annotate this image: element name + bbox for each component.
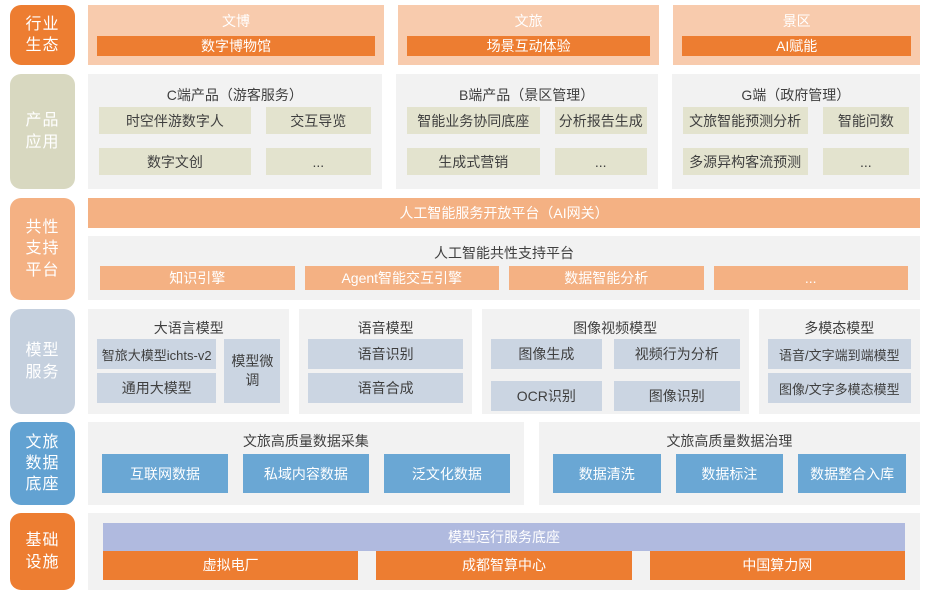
- model-item: 图像识别: [613, 381, 740, 411]
- infra-item: 成都智算中心: [376, 550, 632, 580]
- support-item: 数据智能分析: [509, 266, 704, 290]
- model-panel-llm: 大语言模型 智旅大模型ichts-v2 通用大模型 模型微调: [88, 309, 290, 414]
- layer-products: 产品 应用 C端产品（游客服务） 时空伴游数字人 交互导览 数字文创 ... B…: [10, 74, 920, 189]
- product-item: 时空伴游数字人: [99, 107, 251, 134]
- layer-model-services: 模型 服务 大语言模型 智旅大模型ichts-v2 通用大模型 模型微调 语音模…: [10, 309, 920, 414]
- industry-panel-header: 文博: [221, 12, 250, 29]
- layer-label-industry: 行业 生态: [10, 5, 75, 65]
- product-panel-g: G端（政府管理） 文旅智能预测分析 智能问数 多源异构客流预测 ...: [671, 74, 920, 189]
- product-panel-b: B端产品（景区管理） 智能业务协同底座 分析报告生成 生成式营销 ...: [395, 74, 658, 189]
- data-item: 数据清洗: [552, 454, 661, 493]
- industry-panels: 文博 数字博物馆 文旅 场景互动体验 景区 AI赋能: [88, 5, 920, 65]
- infra-items: 虚拟电厂 成都智算中心 中国算力网: [103, 550, 905, 580]
- data-item: 数据标注: [675, 454, 784, 493]
- ai-gateway-bar: 人工智能服务开放平台（AI网关）: [88, 198, 920, 228]
- model-finetune-box: 模型微调: [224, 339, 281, 403]
- industry-panel-jingqu: 景区 AI赋能: [673, 5, 920, 65]
- model-panels: 大语言模型 智旅大模型ichts-v2 通用大模型 模型微调 语音模型 语音识别…: [88, 309, 920, 414]
- product-item: 分析报告生成: [554, 107, 647, 134]
- product-grid: 文旅智能预测分析 智能问数 多源异构客流预测 ...: [682, 107, 909, 175]
- data-panel-title: 文旅高质量数据采集: [242, 432, 369, 449]
- model-item: 图像生成: [490, 339, 602, 369]
- product-item-more: ...: [554, 148, 647, 175]
- model-panel-title: 语音模型: [357, 319, 414, 336]
- layer-label-support: 共性 支持 平台: [10, 198, 75, 300]
- support-panel-title: 人工智能共性支持平台: [434, 245, 574, 261]
- industry-panel-header: 景区: [782, 12, 811, 29]
- speech-body: 语音识别 语音合成: [308, 339, 463, 403]
- product-panel-title: C端产品（游客服务）: [166, 86, 303, 103]
- industry-panel-header: 文旅: [514, 12, 543, 29]
- layer-label-models: 模型 服务: [10, 309, 75, 414]
- layer-label-products: 产品 应用: [10, 74, 75, 189]
- infra-panel: 模型运行服务底座 虚拟电厂 成都智算中心 中国算力网: [88, 513, 920, 590]
- model-panel-title: 多模态模型: [804, 319, 875, 336]
- industry-panel-bar: 数字博物馆: [97, 36, 375, 56]
- model-item: 语音识别: [308, 339, 463, 369]
- product-grid: 时空伴游数字人 交互导览 数字文创 ...: [99, 107, 371, 175]
- product-item: 文旅智能预测分析: [682, 107, 808, 134]
- llm-body: 智旅大模型ichts-v2 通用大模型 模型微调: [97, 339, 281, 403]
- data-item: 互联网数据: [102, 454, 228, 493]
- support-item-more: ...: [713, 266, 908, 290]
- product-item: 交互导览: [265, 107, 371, 134]
- industry-panel-bar: 场景互动体验: [406, 36, 651, 56]
- data-item: 数据整合入库: [798, 454, 906, 493]
- product-panels: C端产品（游客服务） 时空伴游数字人 交互导览 数字文创 ... B端产品（景区…: [88, 74, 920, 189]
- data-item: 泛文化数据: [383, 454, 510, 493]
- vision-grid: 图像生成 视频行为分析 OCR识别 图像识别: [490, 339, 740, 411]
- support-item: Agent智能交互引擎: [304, 266, 499, 290]
- model-item: 视频行为分析: [613, 339, 740, 369]
- runtime-base-bar: 模型运行服务底座: [103, 523, 905, 551]
- data-panel-collect: 文旅高质量数据采集 互联网数据 私域内容数据 泛文化数据: [88, 422, 524, 505]
- product-item: 生成式营销: [406, 148, 540, 175]
- data-items: 互联网数据 私域内容数据 泛文化数据: [102, 454, 510, 493]
- layer-support-platform: 共性 支持 平台 人工智能服务开放平台（AI网关） 人工智能共性支持平台 知识引…: [10, 198, 920, 300]
- model-item: OCR识别: [490, 381, 602, 411]
- layer-infrastructure: 基础 设施 模型运行服务底座 虚拟电厂 成都智算中心 中国算力网: [10, 513, 920, 590]
- product-panel-c: C端产品（游客服务） 时空伴游数字人 交互导览 数字文创 ...: [88, 74, 382, 189]
- model-item: 通用大模型: [97, 373, 217, 403]
- multimodal-body: 语音/文字端到端模型 图像/文字多模态模型: [767, 339, 911, 403]
- industry-panel-bar: AI赋能: [682, 36, 911, 56]
- model-panel-title: 大语言模型: [153, 319, 224, 336]
- model-item: 图像/文字多模态模型: [767, 373, 911, 403]
- support-items: 知识引擎 Agent智能交互引擎 数据智能分析 ...: [100, 266, 908, 290]
- model-item: 语音合成: [308, 373, 463, 403]
- support-content: 人工智能服务开放平台（AI网关） 人工智能共性支持平台 知识引擎 Agent智能…: [88, 198, 920, 300]
- product-item: 智能问数: [822, 107, 909, 134]
- data-panels: 文旅高质量数据采集 互联网数据 私域内容数据 泛文化数据 文旅高质量数据治理 数…: [88, 422, 920, 505]
- data-panel-title: 文旅高质量数据治理: [666, 432, 793, 449]
- product-item: 数字文创: [99, 148, 251, 175]
- data-panel-govern: 文旅高质量数据治理 数据清洗 数据标注 数据整合入库: [538, 422, 920, 505]
- llm-main-column: 智旅大模型ichts-v2 通用大模型: [97, 339, 217, 403]
- layer-data-base: 文旅 数据 底座 文旅高质量数据采集 互联网数据 私域内容数据 泛文化数据 文旅…: [10, 422, 920, 505]
- infra-item: 中国算力网: [649, 550, 905, 580]
- product-panel-title: G端（政府管理）: [741, 86, 851, 103]
- product-item: 多源异构客流预测: [682, 148, 808, 175]
- data-items: 数据清洗 数据标注 数据整合入库: [552, 454, 906, 493]
- model-panel-title: 图像视频模型: [573, 319, 658, 336]
- model-panel-multimodal: 多模态模型 语音/文字端到端模型 图像/文字多模态模型: [758, 309, 920, 414]
- model-item: 语音/文字端到端模型: [767, 339, 911, 369]
- product-item-more: ...: [822, 148, 909, 175]
- layer-label-infra: 基础 设施: [10, 513, 75, 590]
- support-panel: 人工智能共性支持平台 知识引擎 Agent智能交互引擎 数据智能分析 ...: [88, 236, 920, 300]
- layer-label-data: 文旅 数据 底座: [10, 422, 75, 505]
- product-grid: 智能业务协同底座 分析报告生成 生成式营销 ...: [406, 107, 647, 175]
- data-item: 私域内容数据: [242, 454, 369, 493]
- product-item: 智能业务协同底座: [406, 107, 540, 134]
- infra-item: 虚拟电厂: [103, 550, 359, 580]
- support-item: 知识引擎: [100, 266, 295, 290]
- infra-content: 模型运行服务底座 虚拟电厂 成都智算中心 中国算力网: [88, 513, 920, 590]
- model-panel-vision: 图像视频模型 图像生成 视频行为分析 OCR识别 图像识别: [481, 309, 749, 414]
- model-panel-speech: 语音模型 语音识别 语音合成: [299, 309, 472, 414]
- product-item-more: ...: [265, 148, 371, 175]
- layer-industry: 行业 生态 文博 数字博物馆 文旅 场景互动体验 景区 AI赋能: [10, 5, 920, 65]
- industry-panel-wenlv: 文旅 场景互动体验: [397, 5, 660, 65]
- industry-panel-wenbo: 文博 数字博物馆: [88, 5, 384, 65]
- product-panel-title: B端产品（景区管理）: [458, 86, 595, 103]
- model-item: 智旅大模型ichts-v2: [97, 339, 217, 369]
